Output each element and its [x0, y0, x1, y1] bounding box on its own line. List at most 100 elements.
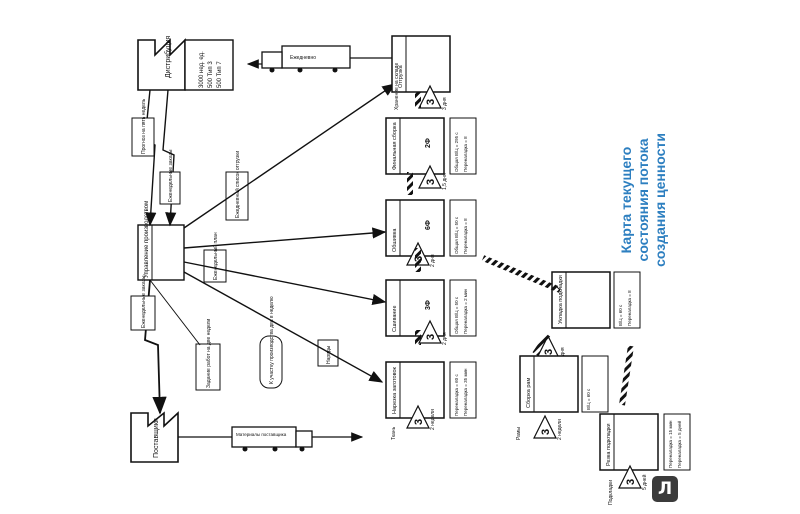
svg-text:Задание работ на две недели: Задание работ на две недели: [206, 319, 212, 388]
inventory-triangle-icon: [418, 84, 442, 109]
process-data-line: Переналадка = 35 мин: [463, 368, 468, 416]
process-data-line: В/Ц = 60 с: [618, 304, 623, 326]
process-operators: 3Ф: [425, 300, 432, 310]
process-data-line: Общая В/Ц = 295 с: [454, 132, 459, 172]
inventory-time: 2 недели: [557, 419, 563, 440]
processes-layer: Нарезка заготовок Переналадка = 60 с Перен…: [385, 35, 691, 505]
note-weekly-orders: Еженедельные заказы: [159, 149, 181, 205]
note-orders: Наряды: [317, 339, 339, 367]
truck-top-label: Ежедневно: [290, 55, 316, 61]
distribution-data-box: 3000 нед. ед. 500 Тип 3 500 Тип 7: [184, 39, 234, 91]
process-data-line: Общая В/Ц = 50 с: [454, 296, 459, 334]
process-name: Отгрузка: [398, 64, 404, 88]
svg-text:Наряды: Наряды: [326, 345, 332, 364]
shipping-truck-icon: Ежедневно: [261, 45, 351, 73]
process-clean: Обшивка 6Ф Общая В/Ц = 50 с Переналадка = 8…: [385, 199, 477, 267]
publisher-logo: Л: [652, 476, 678, 502]
process-data-line: Переналадка = 8: [463, 136, 468, 172]
note-forecast: Прогноз на пять недель: [131, 98, 155, 157]
inventory-time: 1,5 дня: [442, 173, 448, 190]
inventory-symbol: 3: [425, 99, 437, 105]
process-operators: 6Ф: [425, 220, 432, 230]
process-name: Обшивка: [392, 228, 398, 252]
note-weekly-plan: Еженедельный план: [203, 232, 227, 283]
process-operators: 2Ф: [425, 138, 432, 148]
inventory-symbol: 3: [425, 179, 437, 185]
supplier-factory-icon: Поставщики: [130, 411, 179, 463]
truck-bottom-label: Материалы поставщика: [236, 432, 287, 437]
note-weekly-supplier: Еженедельные заказы: [130, 275, 156, 331]
process-data-box: [449, 361, 477, 419]
supplier-truck-icon: Материалы поставщика: [231, 426, 313, 452]
inventory-time: 2 дня: [442, 332, 448, 345]
svg-text:Ежедневный список отгрузки: Ежедневный список отгрузки: [234, 151, 241, 218]
inventory-time: 3 дня: [442, 97, 448, 110]
process-data-line: В/Ц = 60 с: [586, 388, 591, 410]
note-daily-schedule: Ежедневный список отгрузки: [225, 151, 249, 221]
side-label-store: Хранение на складе: [394, 63, 400, 110]
inventory-triangle-icon: [406, 404, 430, 429]
inventory-symbol: 3: [543, 349, 555, 355]
note-work-order: Задание работ на две недели: [195, 319, 221, 391]
title-line-3: создания ценности: [652, 133, 668, 267]
svg-text:Прогноз на пять недель: Прогноз на пять недель: [141, 98, 147, 154]
inventory-triangle-icon: [418, 319, 442, 344]
inventory-time: 2 дня: [430, 254, 436, 267]
side-label-fabric: Ткань: [391, 426, 397, 440]
process-data-box: [449, 117, 477, 175]
process-name: Резка подкладки: [606, 423, 612, 466]
process-data-line: Общая В/Ц = 50 с: [454, 216, 459, 254]
supplier-label: Поставщики: [153, 418, 160, 458]
process-name: Укладка подкладки: [558, 275, 564, 324]
inventory-time: 4 дня: [560, 347, 566, 360]
process-data-box: [663, 413, 691, 471]
map-title: Карта текущего состояния потока создания…: [618, 133, 668, 267]
process-data-line: Переналадка = 8: [463, 218, 468, 254]
process-weld: Сшивание 3Ф Общая В/Ц = 50 с Переналадка = …: [385, 279, 477, 345]
distribution-line-1: 3000 нед. ед.: [199, 51, 205, 88]
process-data-line: Переналадка = 2 мин: [463, 288, 468, 334]
process-name: Нарезка заготовок: [392, 366, 398, 414]
inventory-triangle-icon: [533, 414, 557, 439]
inventory-symbol: 3: [625, 479, 637, 485]
process-name: Финальная сборка: [392, 121, 398, 170]
process-data-line: Переналадка = 8: [627, 290, 632, 326]
side-label-lining: Подкладки: [608, 480, 614, 505]
process-data-box: [613, 271, 641, 329]
process-data-box: [581, 355, 609, 413]
distribution-line-2: 500 Тип 3: [208, 61, 214, 88]
process-ship: Отгрузка 3 3 дня: [391, 35, 451, 110]
process-assembly: Финальная сборка 2Ф Общая В/Ц = 295 с Перен…: [385, 117, 477, 190]
process-name: Сшивание: [392, 305, 398, 332]
inventory-symbol: 3: [425, 334, 437, 340]
process-cut: Нарезка заготовок Переналадка = 60 с Перен…: [385, 361, 477, 430]
side-label-frames: Рамы: [516, 427, 522, 440]
process-data-line: Переналадка = 15 мин: [668, 420, 673, 468]
process-data-line: Переналадка = 60 с: [454, 374, 459, 416]
svg-text:Еженедельные заказы: Еженедельные заказы: [168, 149, 174, 202]
inventory-time: 2 недели: [430, 409, 436, 430]
note-production: К участку производства два в неделю: [259, 296, 283, 389]
inventory-time: 5 дней: [641, 474, 648, 490]
svg-text:Еженедельный план: Еженедельный план: [212, 232, 219, 280]
title-line-2: состояния потока: [635, 138, 651, 261]
process-sub2: Сборка рам В/Ц = 60 с 3 2 недели: [519, 355, 609, 440]
process-name: Сборка рам: [526, 378, 532, 408]
distribution-label: Дистрибуция: [164, 36, 172, 78]
production-control-box: Управление производством: [137, 201, 185, 281]
distribution-line-3: 500 Тип 7: [217, 61, 223, 88]
process-data-box: [449, 279, 477, 337]
svg-text:Еженедельные заказы: Еженедельные заказы: [141, 275, 147, 328]
process-data-line: Переналадка = 5 дней: [676, 420, 682, 468]
production-control-label: Управление производством: [144, 201, 150, 278]
inventory-symbol: 3: [413, 419, 425, 425]
inventory-triangle-icon: [418, 164, 442, 189]
svg-text:К участку производства два в н: К участку производства два в неделю: [269, 296, 275, 384]
title-line-1: Карта текущего: [618, 147, 634, 254]
inventory-triangle-icon: [618, 464, 642, 489]
process-data-box: [449, 199, 477, 257]
inventory-symbol: 3: [540, 429, 552, 435]
